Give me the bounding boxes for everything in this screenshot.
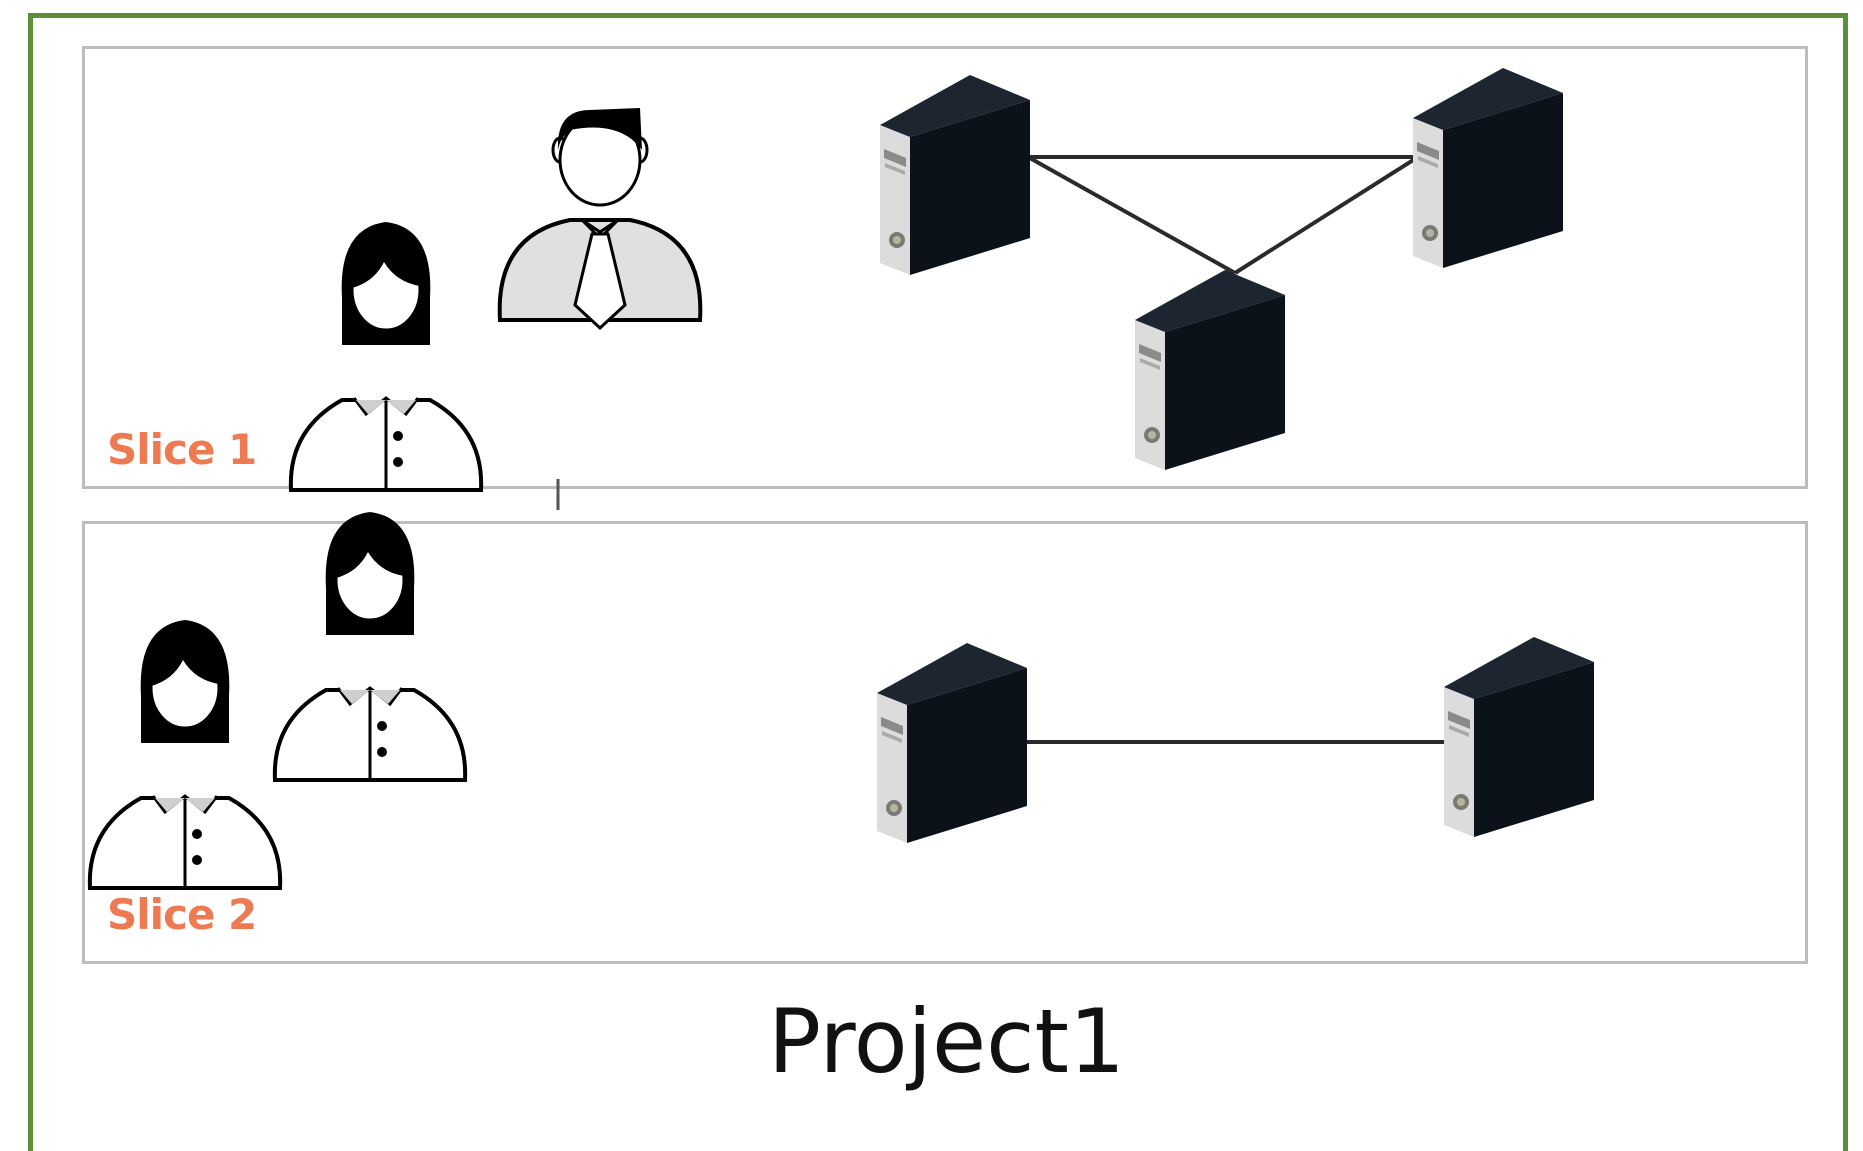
woman-user-icon [272,510,468,782]
slice-1-links [1027,155,1420,275]
link-server-a-server-c [1027,155,1236,275]
project-title: Project1 [767,990,1126,1093]
slice-2-label: Slice 2 [107,890,257,939]
man-user-icon [497,106,703,330]
server-icon [880,75,1030,275]
server-icon [877,643,1027,843]
server-icon [1413,68,1563,268]
woman-user-icon [288,220,484,492]
link-server-b-server-c [1233,155,1420,275]
woman-user-icon [87,618,283,890]
server-icon [1135,270,1285,470]
slice-1-label: Slice 1 [107,425,257,474]
server-icon [1444,637,1594,837]
